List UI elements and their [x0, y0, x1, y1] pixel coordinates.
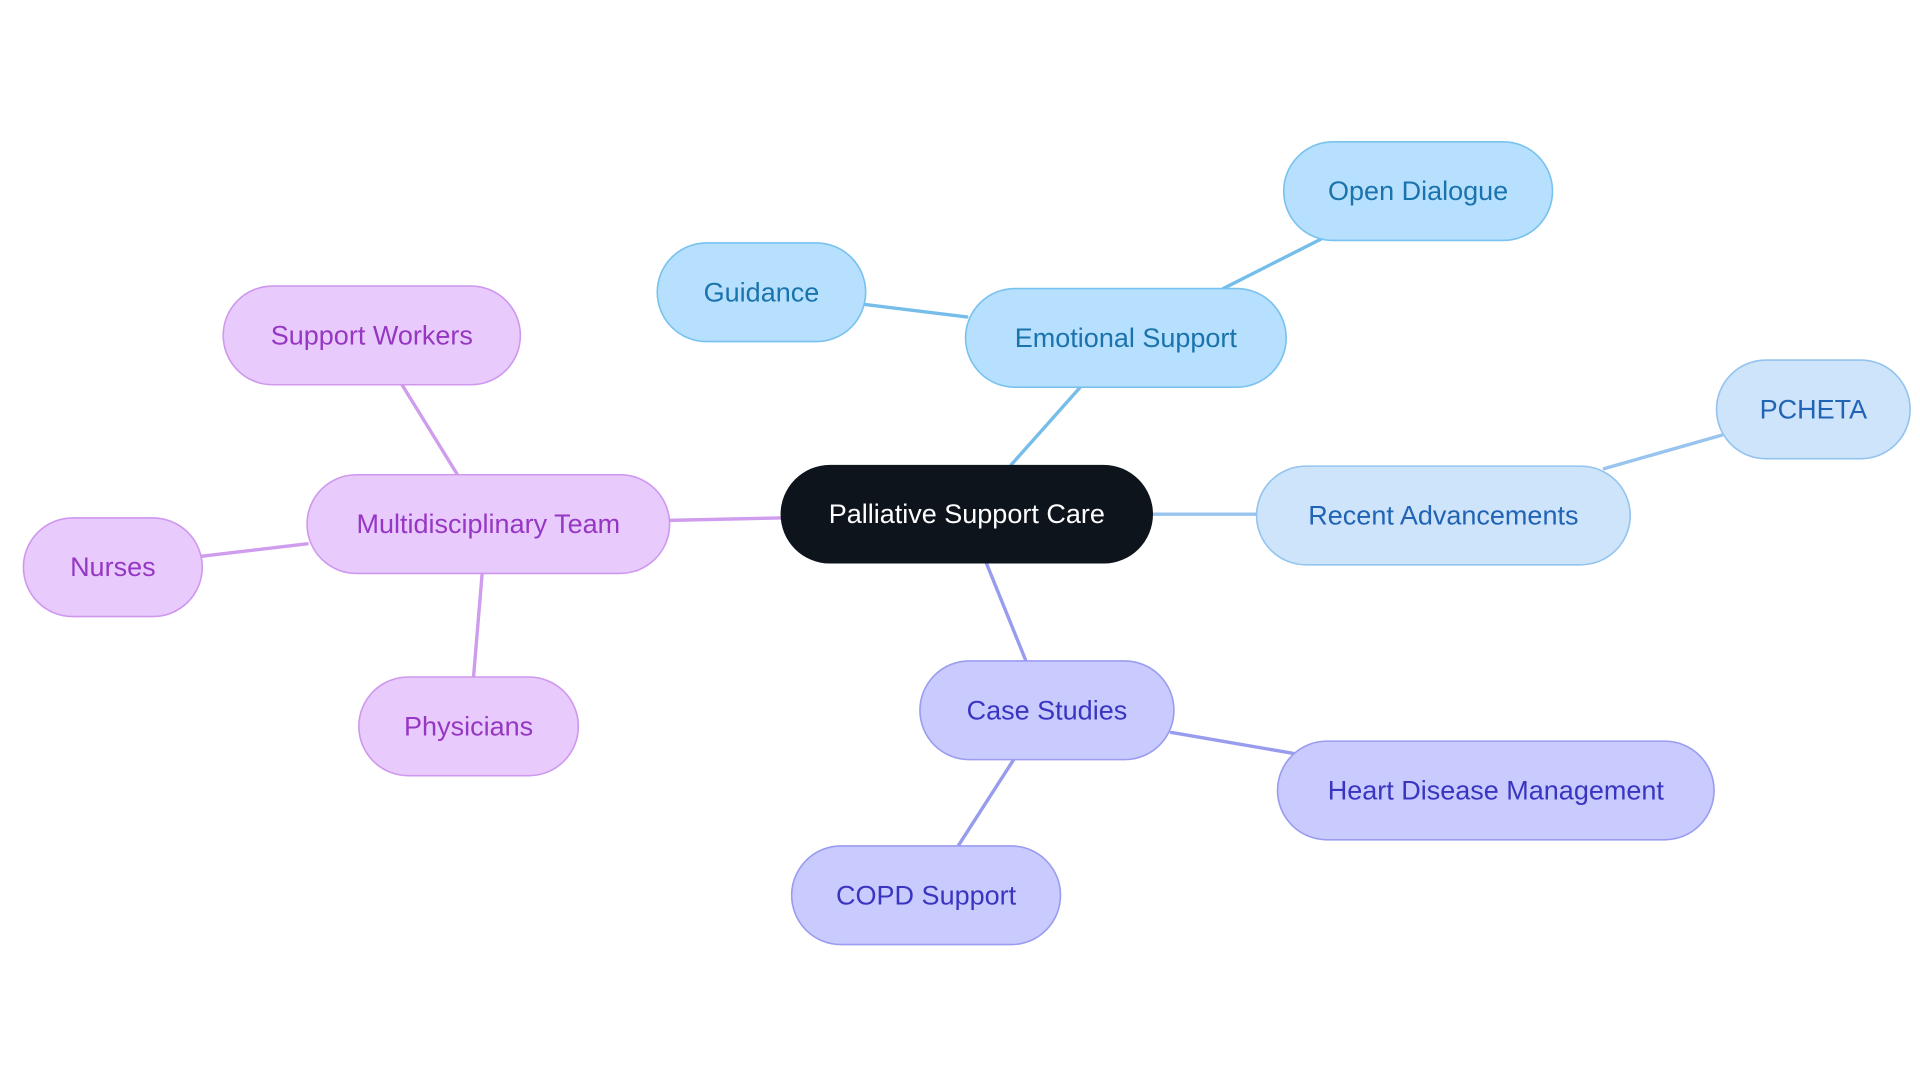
- node-guidance-shape: [656, 242, 867, 343]
- node-support-workers-shape: [222, 285, 522, 386]
- node-physicians[interactable]: Physicians: [358, 676, 580, 777]
- edge-case-studies: [984, 561, 1028, 663]
- node-open-dialogue-shape: [1282, 141, 1554, 242]
- node-root-label: Palliative Support Care: [829, 499, 1105, 529]
- edge-emotional: [1009, 385, 1082, 467]
- node-guidance-label: Guidance: [704, 277, 820, 307]
- node-open-dialogue[interactable]: Open Dialogue: [1282, 141, 1554, 242]
- node-team-label: Multidisciplinary Team: [357, 509, 621, 539]
- node-emotional[interactable]: Emotional Support: [964, 287, 1287, 389]
- edge-heart-disease: [1169, 730, 1296, 756]
- node-case-studies-label: Case Studies: [967, 695, 1128, 725]
- node-advancements-shape: [1255, 465, 1632, 566]
- edge-open-dialogue: [1221, 237, 1323, 291]
- node-pcheta[interactable]: PCHETA: [1715, 359, 1911, 460]
- edges: [200, 237, 1724, 848]
- node-root-shape: [780, 464, 1153, 564]
- node-emotional-label: Emotional Support: [1015, 323, 1238, 353]
- node-heart-disease-shape: [1276, 740, 1715, 841]
- node-physicians-shape: [358, 676, 580, 777]
- edge-copd: [956, 757, 1016, 848]
- node-support-workers[interactable]: Support Workers: [222, 285, 522, 386]
- node-emotional-shape: [964, 287, 1287, 389]
- node-pcheta-shape: [1715, 359, 1911, 460]
- edge-guidance: [863, 302, 969, 319]
- edge-physicians: [471, 571, 484, 679]
- node-advancements-label: Recent Advancements: [1308, 500, 1578, 530]
- node-support-workers-label: Support Workers: [271, 320, 473, 350]
- node-guidance[interactable]: Guidance: [656, 242, 867, 343]
- node-nurses-label: Nurses: [70, 552, 156, 582]
- node-copd-shape: [790, 845, 1062, 946]
- node-case-studies-shape: [919, 660, 1175, 761]
- edge-team: [667, 516, 783, 523]
- node-team-shape: [306, 473, 671, 575]
- node-physicians-label: Physicians: [404, 711, 533, 741]
- node-nurses[interactable]: Nurses: [22, 517, 204, 618]
- nodes: Palliative Support Care Emotional Support…: [22, 141, 1911, 946]
- node-heart-disease[interactable]: Heart Disease Management: [1276, 740, 1715, 841]
- node-root[interactable]: Palliative Support Care: [780, 464, 1153, 564]
- node-copd-label: COPD Support: [836, 880, 1017, 910]
- node-heart-disease-label: Heart Disease Management: [1328, 775, 1665, 805]
- node-open-dialogue-label: Open Dialogue: [1328, 176, 1508, 206]
- edge-nurses: [200, 542, 309, 558]
- node-pcheta-label: PCHETA: [1760, 394, 1868, 424]
- node-copd[interactable]: COPD Support: [790, 845, 1062, 946]
- edge-pcheta: [1602, 433, 1724, 471]
- edge-support-workers: [400, 383, 460, 477]
- node-case-studies[interactable]: Case Studies: [919, 660, 1175, 761]
- node-advancements[interactable]: Recent Advancements: [1255, 465, 1632, 566]
- node-nurses-shape: [22, 517, 204, 618]
- node-team[interactable]: Multidisciplinary Team: [306, 473, 671, 575]
